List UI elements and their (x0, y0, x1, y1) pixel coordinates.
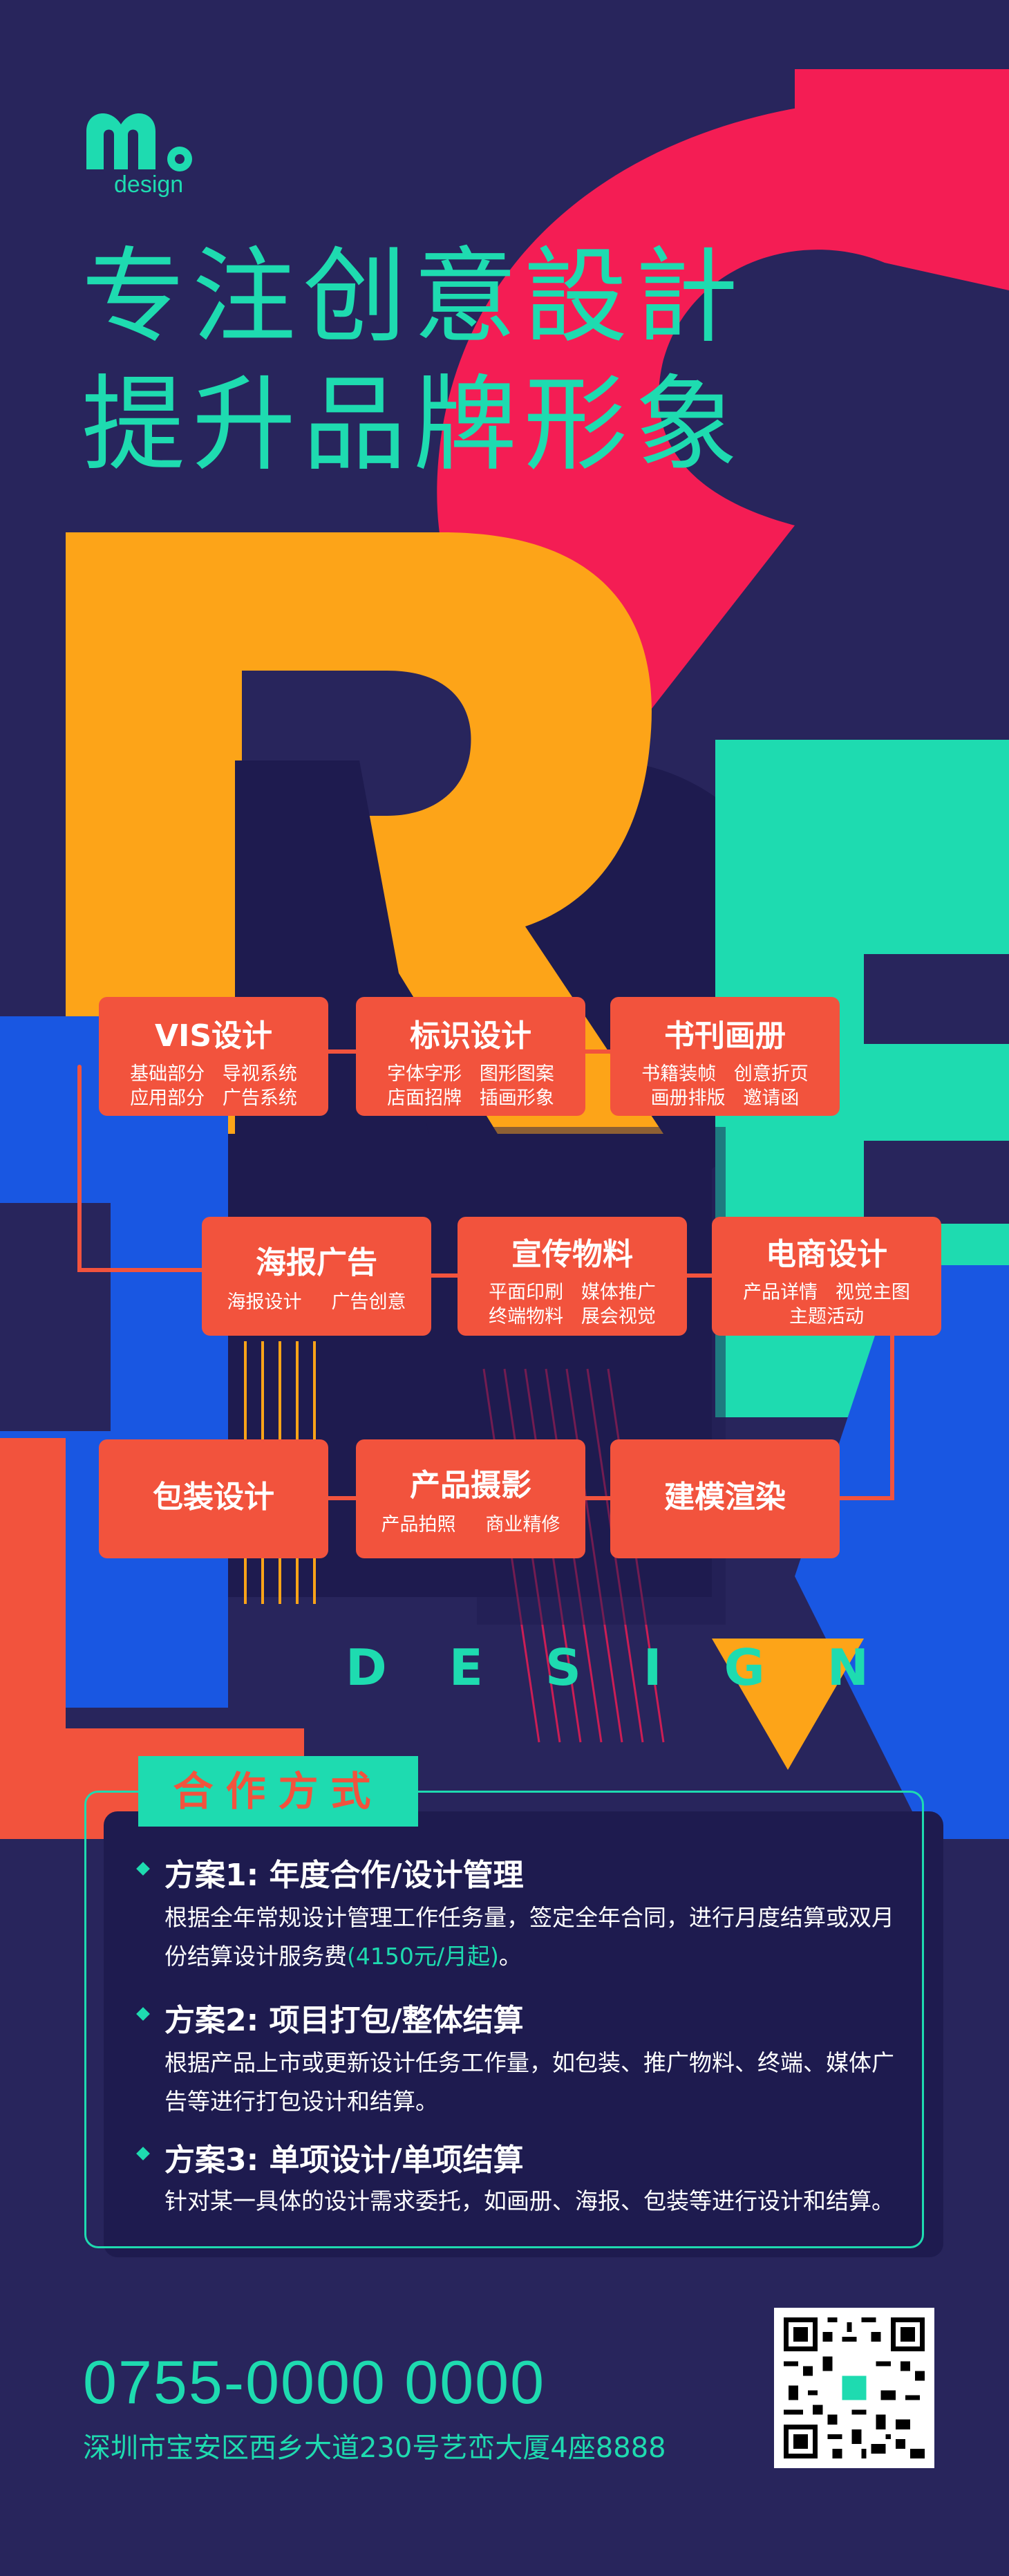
service-logo[interactable]: 标识设计 字体字形 图形图案 店面招牌 插画形象 (356, 997, 585, 1116)
service-sub: 店面招牌 插画形象 (387, 1088, 554, 1110)
plan-1-title: 方案1: 年度合作/设计管理 (164, 1858, 524, 1893)
service-sub: 画册排版 邀请函 (650, 1088, 800, 1110)
cooperation-panel-border (84, 1791, 924, 2248)
service-sub: 产品拍照 商业精修 (381, 1514, 560, 1536)
service-sub: 基础部分 导视系统 (130, 1063, 297, 1085)
cooperation-tab: 合作方式 (138, 1756, 418, 1827)
service-sub: 书籍装帧 创意折页 (641, 1063, 809, 1085)
service-sub: 应用部分 广告系统 (130, 1088, 297, 1110)
logo-text: design (114, 171, 184, 198)
qr-pattern (784, 2317, 925, 2458)
service-sub: 产品详情 视觉主图 (743, 1282, 910, 1303)
service-photography[interactable]: 产品摄影 产品拍照 商业精修 (356, 1439, 585, 1558)
service-sub: 平面印刷 媒体推广 (489, 1282, 656, 1303)
service-ecommerce[interactable]: 电商设计 产品详情 视觉主图 主题活动 (712, 1217, 941, 1336)
qr-code-icon[interactable] (774, 2308, 934, 2468)
phone-number[interactable]: 0755-0000 0000 (83, 2348, 546, 2416)
service-title: 书刊画册 (664, 1018, 786, 1054)
service-sub: 终端物料 展会视觉 (489, 1306, 656, 1328)
navy-left-gap (0, 1203, 111, 1431)
service-title: 电商设计 (766, 1237, 887, 1272)
plan-1-tail: 。 (498, 1943, 522, 1970)
service-title: 宣传物料 (511, 1237, 633, 1272)
service-books[interactable]: 书刊画册 书籍装帧 创意折页 画册排版 邀请函 (610, 997, 840, 1116)
plan-1-desc-text: 根据全年常规设计管理工作任务量，签定全年合同，进行月度结算或双月份结算设计服务费 (164, 1904, 894, 1970)
service-title: 包装设计 (153, 1480, 274, 1515)
service-vis[interactable]: VIS设计 基础部分 导视系统 应用部分 广告系统 (99, 997, 328, 1116)
service-title: VIS设计 (154, 1018, 273, 1054)
headline-line2: 提升品牌形象 (82, 365, 746, 485)
cooperation-panel-bg (104, 1811, 943, 2257)
service-promo[interactable]: 宣传物料 平面印刷 媒体推广 终端物料 展会视觉 (458, 1217, 687, 1336)
plan-2-desc: 根据产品上市或更新设计任务工作量，如包装、推广物料、终端、媒体广告等进行打包设计… (164, 2049, 894, 2115)
service-title: 建模渲染 (664, 1480, 786, 1515)
service-packaging[interactable]: 包装设计 (99, 1439, 328, 1558)
pink-c-top-bar (795, 69, 1009, 249)
plan-1-price: (4150元/月起) (347, 1943, 499, 1970)
brand-logo: design (83, 104, 207, 198)
plan-1-desc: 根据全年常规设计管理工作任务量，签定全年合同，进行月度结算或双月份结算设计服务费… (164, 1898, 897, 1976)
service-title: 产品摄影 (410, 1468, 531, 1503)
service-sub: 字体字形 图形图案 (387, 1063, 554, 1085)
plan-2-title: 方案2: 项目打包/整体结算 (164, 2003, 524, 2038)
teal-e-gap1 (864, 954, 1009, 1044)
blue-v-shape (795, 1265, 1009, 1839)
orange-triangle (712, 1639, 864, 1770)
service-sub: 海报设计 广告创意 (227, 1291, 406, 1313)
service-poster[interactable]: 海报广告 海报设计 广告创意 (202, 1217, 431, 1336)
service-modeling[interactable]: 建模渲染 (610, 1439, 840, 1558)
plan-3-title: 方案3: 单项设计/单项结算 (164, 2143, 524, 2178)
headline-line1: 专注创意設計 (82, 237, 746, 357)
address: 深圳市宝安区西乡大道230号艺峦大厦4座8888 (83, 2432, 666, 2464)
service-sub: 主题活动 (789, 1306, 864, 1328)
service-title: 海报广告 (256, 1245, 377, 1280)
design-word: DESIGN (346, 1639, 931, 1697)
plan-3-desc: 针对某一具体的设计需求委托，如画册、海报、包装等进行设计和结算。 (164, 2187, 894, 2214)
logo-m-icon (86, 113, 192, 171)
teal-e-gap2 (864, 1141, 1009, 1224)
service-title: 标识设计 (410, 1018, 531, 1054)
